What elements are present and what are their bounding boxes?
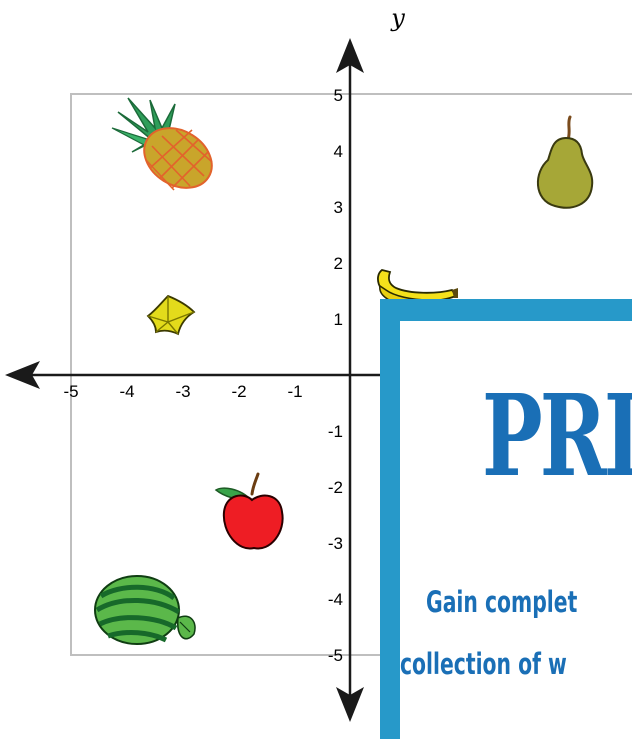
y-axis-arrow-down xyxy=(336,687,364,722)
y-axis-arrow-up xyxy=(336,38,364,73)
y-tick-label: -4 xyxy=(328,590,343,609)
star-fruit-icon xyxy=(146,294,196,336)
y-tick-label: -1 xyxy=(328,422,343,441)
y-tick-label: -2 xyxy=(328,478,343,497)
promo-subtitle-line-2: collection of w xyxy=(400,647,567,681)
y-axis-title: y xyxy=(390,4,405,32)
x-tick-label: -5 xyxy=(63,382,78,401)
x-tick-label: -1 xyxy=(287,382,302,401)
y-tick-label: 4 xyxy=(334,142,343,161)
promo-banner[interactable]: PRI Gain complet collection of w xyxy=(380,299,632,739)
y-tick-label: 5 xyxy=(334,86,343,105)
x-tick-label: -3 xyxy=(175,382,190,401)
promo-card: PRI Gain complet collection of w xyxy=(400,321,632,739)
x-tick-labels: -5 -4 -3 -2 -1 xyxy=(63,382,302,401)
y-tick-label: 1 xyxy=(334,310,343,329)
y-tick-label: -5 xyxy=(328,646,343,665)
apple-icon xyxy=(214,472,284,550)
promo-title: PRI xyxy=(482,371,632,502)
promo-subtitle-line-1: Gain complet xyxy=(426,585,578,619)
pineapple-icon xyxy=(111,97,213,191)
y-tick-label: -3 xyxy=(328,534,343,553)
pear-icon xyxy=(536,115,594,209)
x-tick-label: -2 xyxy=(231,382,246,401)
x-tick-label: -4 xyxy=(119,382,134,401)
y-tick-labels: 5 4 3 2 1 -1 -2 -3 -4 -5 xyxy=(328,86,343,665)
watermelon-icon xyxy=(94,575,196,645)
y-tick-label: 3 xyxy=(334,198,343,217)
y-tick-label: 2 xyxy=(334,254,343,273)
x-axis-arrow-left xyxy=(5,361,40,389)
